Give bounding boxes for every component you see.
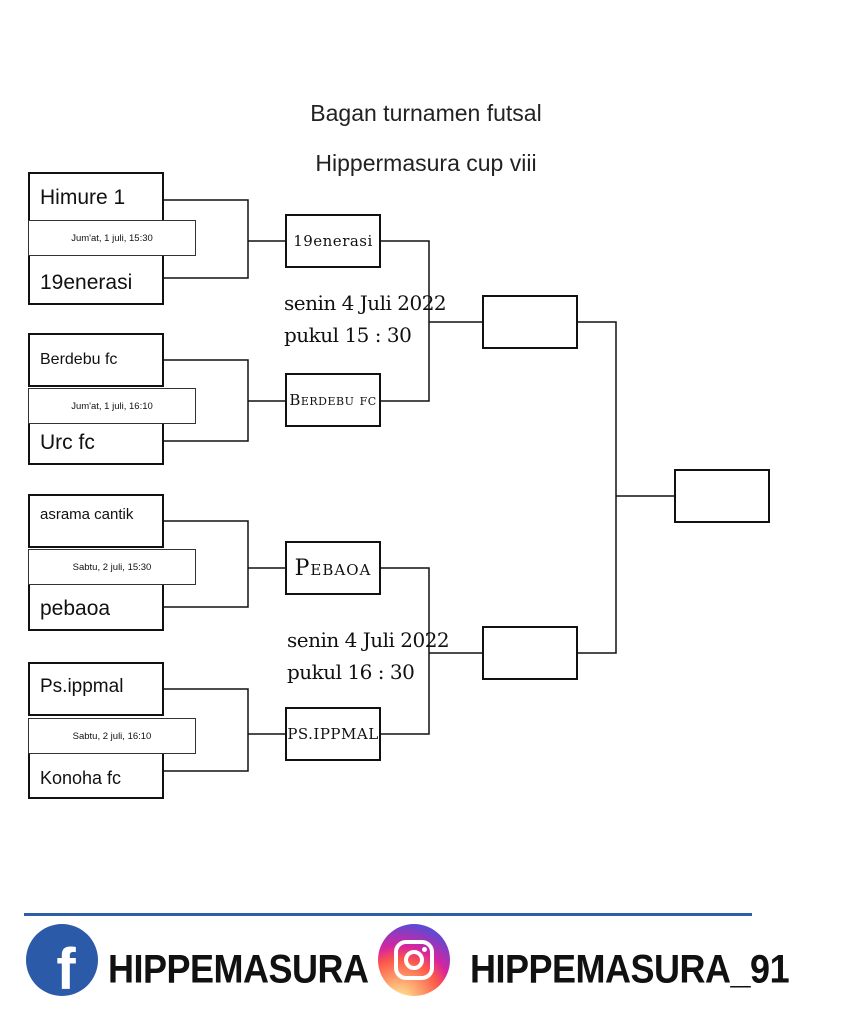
team-box-19enerasi: 19enerasi <box>28 251 164 305</box>
round2-box-berdebu-fc: Berdebu fc <box>285 373 381 427</box>
bracket-subtitle: Hippermasura cup viii <box>315 150 537 176</box>
team-box-konoha-fc: Konoha fc <box>28 745 164 799</box>
semifinal-date: senin 4 Juli 2022 <box>284 291 447 315</box>
team-box-ps-ippmal: Ps.ippmal <box>28 662 164 716</box>
team-box-pebaoa: pebaoa <box>28 577 164 631</box>
match-schedule: Sabtu, 2 juli, 15:30 <box>28 549 196 585</box>
team-box-asrama-cantik: asrama cantik <box>28 494 164 548</box>
bracket-title: Bagan turnamen futsal <box>310 100 542 126</box>
facebook-icon: f <box>26 924 98 1002</box>
team-box-berdebu-fc: Berdebu fc <box>28 333 164 387</box>
instagram-handle: HIPPEMASURA_91 <box>470 946 790 992</box>
semifinal-box-1 <box>482 295 578 349</box>
match-schedule: Jum'at, 1 juli, 16:10 <box>28 388 196 424</box>
semifinal-note-1: senin 4 Juli 2022 pukul 15 : 30 <box>284 287 447 351</box>
semifinal-time: pukul 15 : 30 <box>284 323 412 347</box>
bracket-lines <box>164 199 674 772</box>
match-schedule: Jum'at, 1 juli, 15:30 <box>28 220 196 256</box>
semifinal-date: senin 4 Juli 2022 <box>287 628 450 652</box>
round2-box-pebaoa: Pebaoa <box>285 541 381 595</box>
facebook-handle: HIPPEMASURA <box>108 946 369 992</box>
semifinal-box-2 <box>482 626 578 680</box>
semifinal-note-2: senin 4 Juli 2022 pukul 16 : 30 <box>287 624 450 688</box>
semifinal-time: pukul 16 : 30 <box>287 660 415 684</box>
final-box <box>674 469 770 523</box>
instagram-icon <box>378 924 450 996</box>
round2-box-19enerasi: 19enerasi <box>285 214 381 268</box>
team-box-himure-1: Himure 1 <box>28 172 164 226</box>
match-schedule: Sabtu, 2 juli, 16:10 <box>28 718 196 754</box>
round2-box-ps-ippmal: PS.IPPMAL <box>285 707 381 761</box>
footer-divider <box>24 913 752 916</box>
